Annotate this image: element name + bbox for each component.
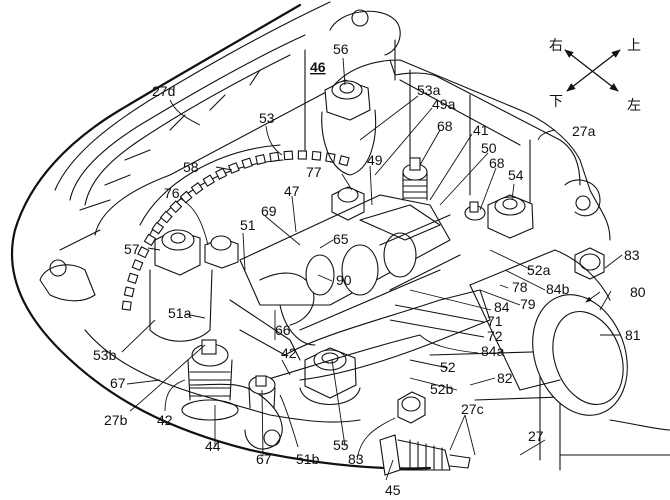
gear-tooth bbox=[127, 272, 139, 284]
label-71: 71 bbox=[487, 313, 503, 329]
label-49: 49 bbox=[367, 152, 383, 168]
label-52b: 52b bbox=[430, 381, 454, 397]
label-76: 76 bbox=[164, 185, 180, 201]
gear-tooth bbox=[338, 155, 350, 167]
gear-tooth bbox=[190, 182, 204, 195]
label-46: 46 bbox=[310, 59, 326, 75]
label-68-right: 68 bbox=[489, 155, 505, 171]
label-42-mid: 42 bbox=[281, 345, 297, 361]
label-44: 44 bbox=[205, 438, 221, 454]
label-67-lower: 67 bbox=[256, 451, 272, 467]
leader-lines bbox=[121, 57, 623, 481]
gear-tooth bbox=[131, 259, 144, 271]
label-51a: 51a bbox=[168, 305, 192, 321]
label-56: 56 bbox=[333, 41, 349, 57]
label-51b: 51b bbox=[296, 451, 320, 467]
valve-spring-44 bbox=[181, 339, 239, 421]
label-54: 54 bbox=[508, 167, 524, 183]
reference-labels: 27d 56 46 53 58 76 57 51 69 47 77 49 65 … bbox=[93, 41, 646, 498]
valve-67-lower bbox=[248, 375, 276, 409]
gear-tooth bbox=[241, 157, 253, 169]
compass-arrow-diagonal-right-left bbox=[564, 49, 619, 92]
compass-down-label: 下 bbox=[549, 94, 563, 110]
label-27d: 27d bbox=[152, 83, 175, 99]
gear-tooth bbox=[169, 200, 183, 214]
gear-tooth bbox=[123, 286, 135, 298]
gear-tooth bbox=[121, 300, 132, 311]
gear-tooth bbox=[159, 210, 173, 224]
label-57: 57 bbox=[124, 241, 140, 257]
label-27a: 27a bbox=[572, 123, 596, 139]
gear-tooth bbox=[179, 190, 193, 204]
label-79: 79 bbox=[520, 296, 536, 312]
label-27b: 27b bbox=[104, 412, 128, 428]
label-65: 65 bbox=[333, 231, 349, 247]
cam-sprocket-gear bbox=[121, 144, 350, 311]
label-72: 72 bbox=[487, 328, 503, 344]
label-77: 77 bbox=[306, 164, 322, 180]
bolt-55 bbox=[299, 347, 361, 406]
label-84: 84 bbox=[494, 299, 510, 315]
label-41: 41 bbox=[473, 122, 489, 138]
label-53b: 53b bbox=[93, 347, 117, 363]
bolt-54 bbox=[487, 194, 534, 239]
label-53a: 53a bbox=[417, 82, 441, 98]
gear-tooth bbox=[283, 150, 294, 161]
bolt-83-upper bbox=[574, 247, 605, 280]
compass-arrow-diagonal-up-down bbox=[566, 49, 621, 92]
label-68-upper: 68 bbox=[437, 118, 453, 134]
label-78: 78 bbox=[512, 279, 528, 295]
gear-tooth bbox=[269, 151, 280, 163]
label-83-lower: 83 bbox=[348, 451, 364, 467]
label-83-upper: 83 bbox=[624, 247, 640, 263]
label-42-left: 42 bbox=[157, 412, 173, 428]
label-66: 66 bbox=[275, 322, 291, 338]
label-80: 80 bbox=[630, 284, 646, 300]
gear-tooth bbox=[311, 150, 322, 161]
label-84a: 84a bbox=[481, 343, 505, 359]
gear-tooth bbox=[255, 154, 267, 165]
label-52a: 52a bbox=[527, 262, 551, 278]
gear-tooth bbox=[297, 150, 308, 160]
label-27: 27 bbox=[528, 428, 544, 444]
compass-left-label: 左 bbox=[627, 98, 641, 114]
label-53: 53 bbox=[259, 110, 275, 126]
bolt-57 bbox=[149, 229, 213, 342]
label-47: 47 bbox=[284, 183, 300, 199]
label-82: 82 bbox=[497, 370, 513, 386]
gear-tooth bbox=[151, 221, 165, 235]
compass-right-label: 右 bbox=[549, 38, 563, 54]
bolt-76 bbox=[204, 235, 239, 269]
end-cover-80 bbox=[469, 249, 628, 416]
bolt-77 bbox=[331, 186, 365, 221]
label-49a: 49a bbox=[432, 96, 456, 112]
gear-tooth bbox=[214, 167, 228, 180]
label-27c: 27c bbox=[461, 401, 484, 417]
label-69: 69 bbox=[261, 203, 277, 219]
gear-tooth bbox=[137, 246, 150, 259]
camshaft-rocker-assembly bbox=[189, 194, 491, 450]
label-52: 52 bbox=[440, 359, 456, 375]
gear-tooth bbox=[202, 174, 216, 187]
label-67-left: 67 bbox=[110, 375, 126, 391]
gear-tooth bbox=[143, 233, 157, 247]
label-90: 90 bbox=[336, 272, 352, 288]
label-81: 81 bbox=[625, 327, 641, 343]
spark-plug-45 bbox=[379, 434, 471, 476]
orientation-compass: 右 上 下 左 bbox=[549, 38, 641, 114]
label-58: 58 bbox=[183, 159, 199, 175]
valve-spring-49 bbox=[402, 157, 428, 201]
compass-up-label: 上 bbox=[627, 38, 641, 54]
bolt-83-lower bbox=[397, 391, 426, 424]
label-45: 45 bbox=[385, 482, 401, 498]
label-55: 55 bbox=[333, 437, 349, 453]
label-50: 50 bbox=[481, 140, 497, 156]
label-51: 51 bbox=[240, 217, 256, 233]
label-84b: 84b bbox=[546, 281, 570, 297]
